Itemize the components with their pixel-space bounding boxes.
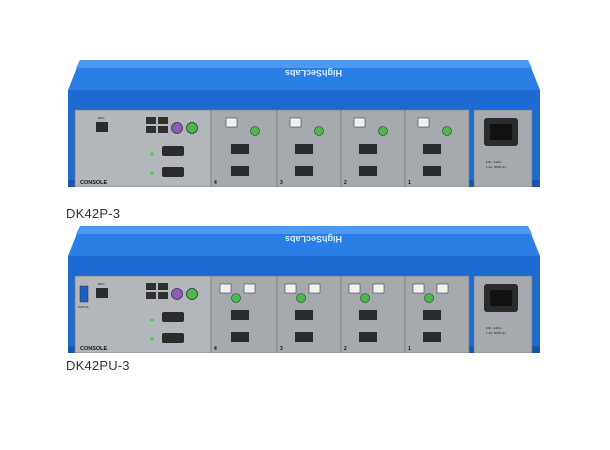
device-illustration: HighSecLabs RDC CONSOLE 4 bbox=[68, 60, 540, 187]
console-label: CONSOLE bbox=[80, 180, 108, 186]
brand-logo: HighSecLabs bbox=[285, 68, 342, 78]
led bbox=[150, 337, 154, 341]
usb-port bbox=[158, 126, 168, 133]
led bbox=[150, 171, 154, 175]
rdc-label: RDC bbox=[98, 116, 105, 120]
usb-port bbox=[158, 292, 168, 299]
usb-port bbox=[146, 292, 156, 299]
usb-charging-port bbox=[79, 285, 89, 303]
power-rating: 100 - 240V~ bbox=[486, 326, 503, 330]
hdmi-port bbox=[162, 146, 184, 156]
computer-port-3: 3 bbox=[276, 275, 342, 353]
hdmi-port bbox=[162, 333, 184, 343]
brand-logo: HighSecLabs bbox=[285, 234, 342, 244]
ps2-keyboard-port bbox=[171, 122, 183, 134]
usb-port bbox=[146, 117, 156, 124]
hdmi-port bbox=[162, 167, 184, 177]
usb-port bbox=[146, 126, 156, 133]
computer-port-2: 2 bbox=[340, 275, 406, 353]
device-dk42p-3: HighSecLabs RDC CONSOLE 4 bbox=[66, 60, 542, 187]
port-number: 4 bbox=[214, 180, 217, 186]
rdc-port bbox=[96, 288, 108, 298]
device-illustration: HighSecLabs 5V/0.5A RDC CONSOLE 4 bbox=[68, 226, 540, 353]
model-label: DK42P-3 bbox=[66, 206, 121, 221]
computer-port-1: 1 bbox=[404, 275, 470, 353]
port-number: 3 bbox=[280, 346, 283, 352]
rdc-port bbox=[96, 122, 108, 132]
computer-port-4: 4 bbox=[210, 275, 278, 353]
usb-port bbox=[158, 283, 168, 290]
port-number: 1 bbox=[408, 180, 411, 186]
usb-port bbox=[146, 283, 156, 290]
usb-port bbox=[158, 117, 168, 124]
computer-port-4: 4 bbox=[210, 109, 278, 187]
computer-port-1: 1 bbox=[404, 109, 470, 187]
port-number: 1 bbox=[408, 346, 411, 352]
console-label: CONSOLE bbox=[80, 346, 108, 352]
port-number: 4 bbox=[214, 346, 217, 352]
rdc-label: RDC bbox=[98, 282, 105, 286]
port-number: 2 bbox=[344, 346, 347, 352]
usb-label: 5V/0.5A bbox=[78, 305, 89, 309]
port-number: 2 bbox=[344, 180, 347, 186]
power-rating: 1.2A, 50/60 Hz bbox=[486, 165, 506, 169]
ps2-keyboard-port bbox=[171, 288, 183, 300]
computer-port-3: 3 bbox=[276, 109, 342, 187]
led bbox=[150, 318, 154, 322]
ps2-mouse-port bbox=[186, 122, 198, 134]
hdmi-port bbox=[162, 312, 184, 322]
model-label: DK42PU-3 bbox=[66, 358, 130, 373]
port-number: 3 bbox=[280, 180, 283, 186]
power-rating: 100 - 240V~ bbox=[486, 160, 503, 164]
led bbox=[150, 152, 154, 156]
device-dk42pu-3: HighSecLabs 5V/0.5A RDC CONSOLE 4 bbox=[66, 226, 542, 353]
power-rating: 1.2A, 50/60 Hz bbox=[486, 331, 506, 335]
computer-port-2: 2 bbox=[340, 109, 406, 187]
ps2-mouse-port bbox=[186, 288, 198, 300]
